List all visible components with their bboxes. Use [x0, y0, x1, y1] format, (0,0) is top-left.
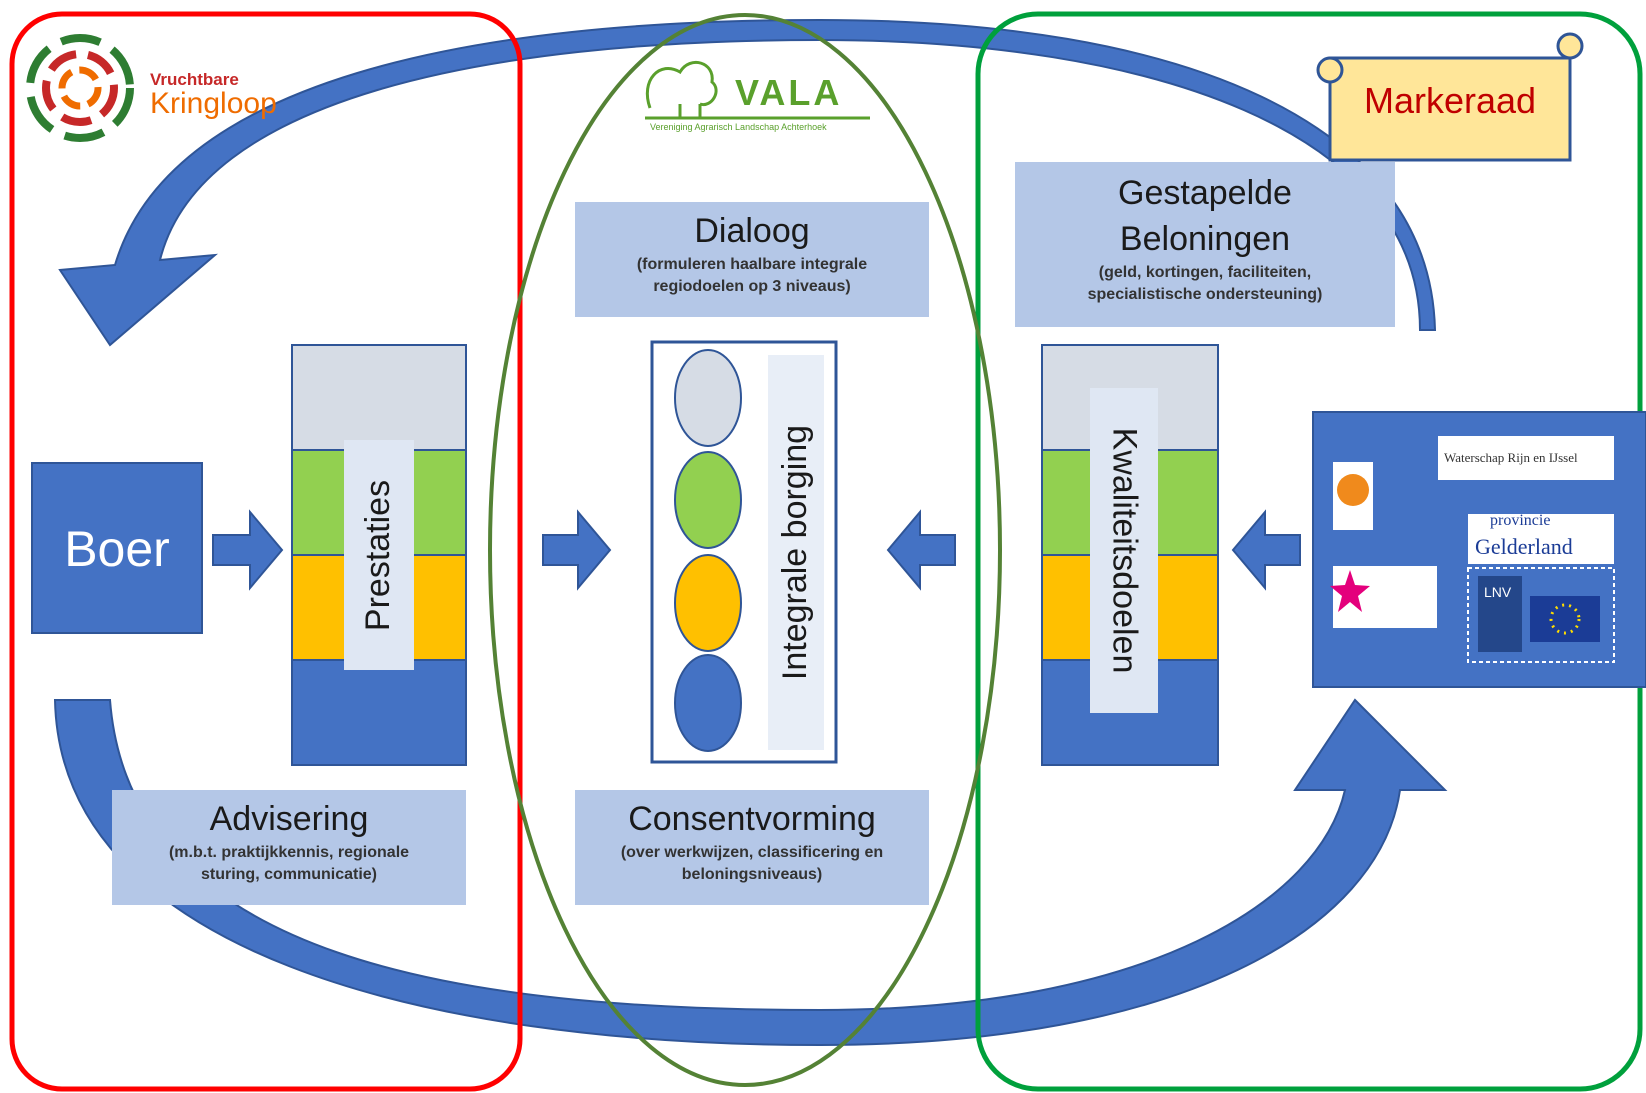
borging-circle-yellow [674, 554, 742, 652]
markeraad-scroll [1328, 56, 1572, 162]
prestaties-label: Prestaties [344, 440, 414, 670]
provincie-text-line1: provincie [1490, 512, 1551, 529]
consentvorming-title: Consentvorming [628, 800, 876, 838]
gestapelde-title-line2: Beloningen [1119, 220, 1291, 258]
boer-label: Boer [64, 521, 170, 577]
scroll-curl-right-icon [1556, 32, 1584, 60]
gestapelde-box: Gestapelde Beloningen (geld, kortingen, … [1015, 162, 1395, 327]
arrow-boer-to-prestaties [212, 509, 284, 591]
waterschap-text: Waterschap Rijn en IJssel [1444, 450, 1578, 465]
eu-stars-icon [1549, 603, 1581, 635]
vala-tree-icon [645, 61, 870, 120]
kwaliteitsdoelen-label: Kwaliteitsdoelen [1090, 388, 1158, 713]
gestapelde-title-line1: Gestapelde [1118, 174, 1292, 212]
lnv-eu-logo-frame [1467, 567, 1615, 663]
lnv-logo [1478, 576, 1522, 652]
advisering-box: Advisering (m.b.t. praktijkkennis, regio… [112, 790, 466, 905]
kringloop-line1: Vruchtbare [150, 70, 239, 89]
bottom-curved-arrow [53, 698, 1448, 1047]
borging-circle-blue [674, 654, 742, 752]
kwaliteitsdoelen-text: Kwaliteitsdoelen [1105, 427, 1144, 674]
kringloop-logo: Vruchtbare Kringloop [150, 70, 277, 120]
kringloop-logo-icon [26, 34, 134, 142]
boer-box [31, 462, 203, 634]
consentvorming-subtitle: (over werkwijzen, classificering en belo… [620, 844, 884, 883]
provincie-text-line2: Gelderland [1475, 534, 1573, 559]
arrow-to-borging-left [542, 509, 612, 591]
integrale-borging-label: Integrale borging [768, 355, 824, 750]
vala-subtitle: Vereniging Agrarisch Landschap Achterhoe… [650, 122, 827, 132]
advisering-subtitle: (m.b.t. praktijkkennis, regionale sturin… [168, 844, 410, 883]
lnv-text: LNV [1484, 584, 1512, 600]
olive-ellipse [488, 13, 1002, 1087]
gestapelde-subtitle: (geld, kortingen, faciliteiten, speciali… [1087, 264, 1323, 303]
dialoog-box: Dialoog (formuleren haalbare integrale r… [575, 202, 929, 317]
red-frame [9, 11, 523, 1092]
arrow-to-borging-right [886, 509, 956, 591]
kringloop-line2: Kringloop [150, 87, 277, 120]
prestaties-text: Prestaties [359, 479, 398, 631]
borging-circle-green [674, 451, 742, 549]
dialoog-subtitle: (formuleren haalbare integrale regiodoel… [636, 256, 868, 295]
waterschap-logo [1438, 436, 1614, 480]
vala-logo: VALA [735, 72, 842, 114]
consentvorming-box: Consentvorming (over werkwijzen, classif… [575, 790, 929, 905]
nederland-star-icon [1330, 570, 1370, 612]
dialoog-title: Dialoog [694, 212, 810, 250]
vala-name: VALA [735, 72, 843, 113]
provincie-logo [1468, 514, 1614, 564]
borging-circle-grey [674, 349, 742, 447]
eu-flag-icon [1530, 596, 1600, 642]
top-curved-arrow [58, 18, 1437, 347]
advisering-title: Advisering [209, 800, 369, 838]
arrow-to-kwaliteitsdoelen [1231, 509, 1301, 591]
integrale-borging-text: Integrale borging [776, 424, 815, 681]
scroll-curl-left-icon [1316, 56, 1344, 84]
markeraad-label: Markeraad [1363, 80, 1537, 121]
rabobank-emblem-icon [1337, 474, 1369, 506]
